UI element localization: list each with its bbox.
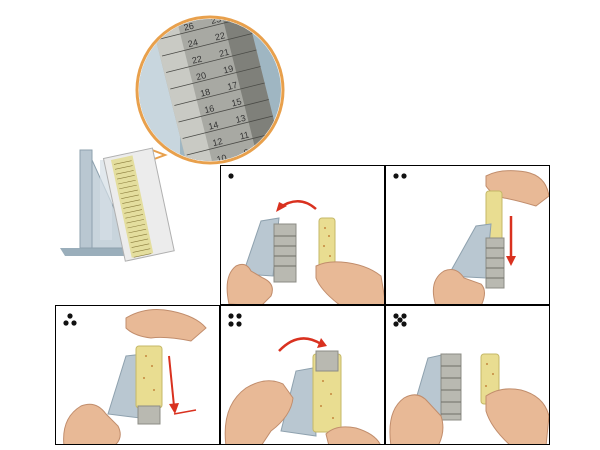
- scale-label-left: 18: [199, 87, 211, 99]
- step-1-dots: [228, 173, 234, 179]
- scale-tick: [121, 194, 139, 199]
- scale-tick: [128, 228, 147, 234]
- scale-tick: [123, 204, 141, 209]
- step-3-dots: [63, 313, 77, 326]
- scale-tick: [170, 66, 261, 90]
- right-hand-icon: [485, 388, 549, 444]
- scale-tick: [129, 233, 148, 239]
- step-1-panel: [220, 165, 385, 305]
- scale-tick: [114, 165, 133, 170]
- step-3-panel: [55, 305, 220, 445]
- top-hand-icon: [125, 309, 207, 342]
- scale-tick: [174, 82, 265, 106]
- scale-tick: [125, 214, 144, 219]
- left-hand-icon: [226, 263, 273, 304]
- measuring-stand-icon: [60, 147, 175, 262]
- scale-label-left: 12: [211, 136, 223, 148]
- scale-label-right: 15: [230, 96, 242, 108]
- scale-tick: [117, 175, 135, 180]
- scale-tick: [161, 33, 253, 57]
- scale-label-right: 22: [214, 30, 226, 42]
- scale-label-left: 10: [216, 153, 228, 165]
- scale-tick: [122, 199, 140, 204]
- right-hand-icon: [315, 261, 384, 304]
- step-dot: [401, 321, 407, 327]
- left-hand-icon: [224, 380, 294, 444]
- right-hand-icon: [325, 426, 381, 444]
- scale-label-right: 23: [210, 14, 222, 26]
- scale-tick: [130, 238, 149, 243]
- scale-label-left: 20: [195, 70, 207, 82]
- scale-tube: [135, 345, 163, 409]
- scale-tick: [132, 248, 151, 253]
- step-dot: [67, 313, 73, 319]
- scale-label-right: 13: [235, 113, 247, 125]
- ring-stack: [137, 405, 161, 425]
- scale-tick: [115, 170, 134, 175]
- step-dot: [401, 173, 407, 179]
- step-5-dots: [393, 313, 407, 327]
- bottom-hand-icon: [63, 403, 121, 444]
- step-dot: [393, 321, 399, 327]
- step-dot: [228, 173, 234, 179]
- scale-tick: [133, 253, 152, 258]
- step-dot: [236, 313, 242, 319]
- step-dot: [71, 320, 77, 326]
- scale-label-left: 26: [183, 21, 195, 33]
- ring-stack: [315, 350, 339, 372]
- step-dot: [393, 173, 399, 179]
- step-5-panel: [385, 305, 550, 445]
- step-dot: [228, 313, 234, 319]
- scale-label-left: 22: [191, 54, 203, 66]
- ring-stack: [485, 237, 505, 289]
- scale-label-right: 17: [226, 80, 238, 92]
- scale-tick: [120, 189, 138, 195]
- scale-tick: [127, 223, 146, 229]
- scale-tick: [124, 209, 143, 214]
- step-2-dots: [393, 173, 407, 179]
- step-dot: [236, 321, 242, 327]
- scale-tick: [126, 219, 145, 224]
- down-arrow-icon: [168, 355, 197, 415]
- step-dot: [397, 317, 403, 323]
- bottom-hand-icon: [432, 269, 485, 304]
- step-dot: [393, 313, 399, 319]
- down-arrow-icon: [506, 216, 516, 266]
- scale-tick: [119, 184, 137, 190]
- left-hand-icon: [389, 394, 444, 444]
- scale-label-left: 24: [187, 37, 199, 49]
- ring-stack: [440, 353, 462, 421]
- curved-arrow-icon: [278, 337, 322, 352]
- scale-label-left: 14: [207, 120, 219, 132]
- step-dot: [228, 321, 234, 327]
- step-4-panel: [220, 305, 385, 445]
- magnifier-bubble-icon: 26232422222120191817161514131211109: [129, 14, 285, 169]
- scale-tick: [166, 49, 257, 73]
- stand-with-rings: [242, 217, 297, 283]
- hero-illustration: 26232422222120191817161514131211109: [60, 14, 285, 262]
- scale-tick: [178, 99, 269, 123]
- scale-label-left: 16: [203, 103, 215, 115]
- step-4-dots: [228, 313, 242, 327]
- step-dot: [401, 313, 407, 319]
- scale-tick: [118, 179, 136, 185]
- scale-label-right: 11: [239, 129, 250, 141]
- scale-tick: [182, 115, 273, 139]
- scale-tick: [113, 160, 132, 165]
- scale-label-right: 21: [218, 47, 230, 59]
- step-dot: [63, 320, 69, 326]
- step-2-panel: [385, 165, 550, 305]
- scale-tick: [186, 132, 278, 156]
- scale-label-right: 19: [222, 63, 234, 75]
- scale-tick: [131, 243, 150, 248]
